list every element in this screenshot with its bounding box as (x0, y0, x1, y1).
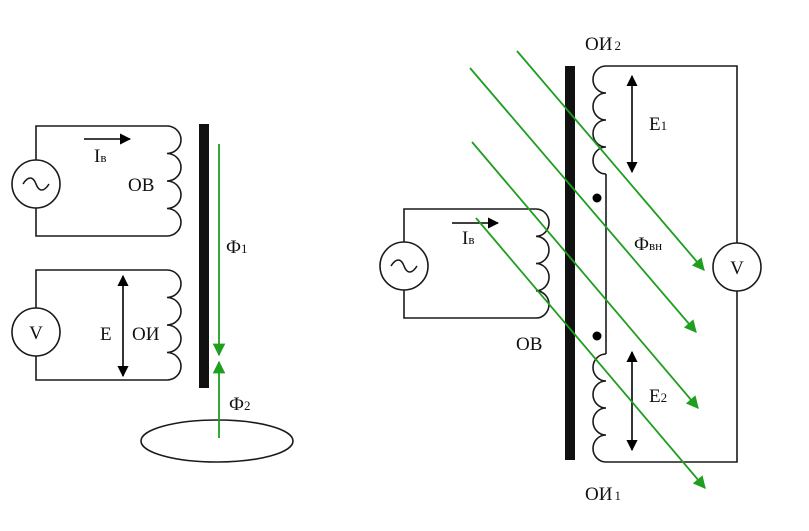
left-diagram: Iв ОВ V E ОИ Ф1 Ф2 (11, 124, 294, 463)
left-excitation-coil (166, 125, 182, 237)
right-emf-2-label: E2 (649, 386, 667, 407)
svg-text:V: V (29, 323, 43, 344)
left-current-label: Iв (94, 146, 106, 167)
svg-text:V: V (730, 258, 744, 279)
external-flux-line-1 (516, 50, 705, 271)
right-external-flux-label: Фвн (634, 234, 662, 255)
left-magnet-ellipse (140, 419, 294, 463)
external-flux-line-4 (475, 217, 706, 489)
right-measuring-coil-1 (592, 353, 607, 463)
external-flux-line-3 (471, 141, 699, 409)
right-voltmeter: V (712, 242, 762, 292)
left-excitation-winding-label: ОВ (128, 175, 154, 196)
right-excitation-winding-label: ОВ (516, 334, 542, 355)
external-flux-line-2 (469, 67, 697, 333)
right-polarity-dot-bottom (592, 331, 602, 341)
right-emf-1-label: E1 (649, 114, 667, 135)
left-emf-label: E (100, 324, 112, 345)
left-voltmeter: V (11, 307, 61, 357)
left-ac-source-icon (11, 159, 61, 209)
right-current-label: Iв (462, 228, 474, 249)
right-ac-source-icon (379, 241, 429, 291)
left-measuring-coil (166, 269, 182, 381)
left-excitation-circuit: Iв ОВ (11, 125, 182, 237)
right-external-flux: Фвн (469, 50, 706, 489)
right-core (565, 66, 575, 460)
left-flux-2-label: Ф2 (229, 394, 251, 415)
right-excitation-circuit: Iв ОВ (379, 208, 550, 355)
left-measuring-circuit: V E ОИ (11, 269, 182, 381)
left-flux-1-label: Ф1 (226, 237, 248, 258)
left-measuring-winding-label: ОИ (132, 324, 160, 345)
right-measuring-coil-2 (592, 65, 607, 175)
left-core (199, 124, 209, 388)
right-polarity-dot-top (592, 193, 602, 203)
